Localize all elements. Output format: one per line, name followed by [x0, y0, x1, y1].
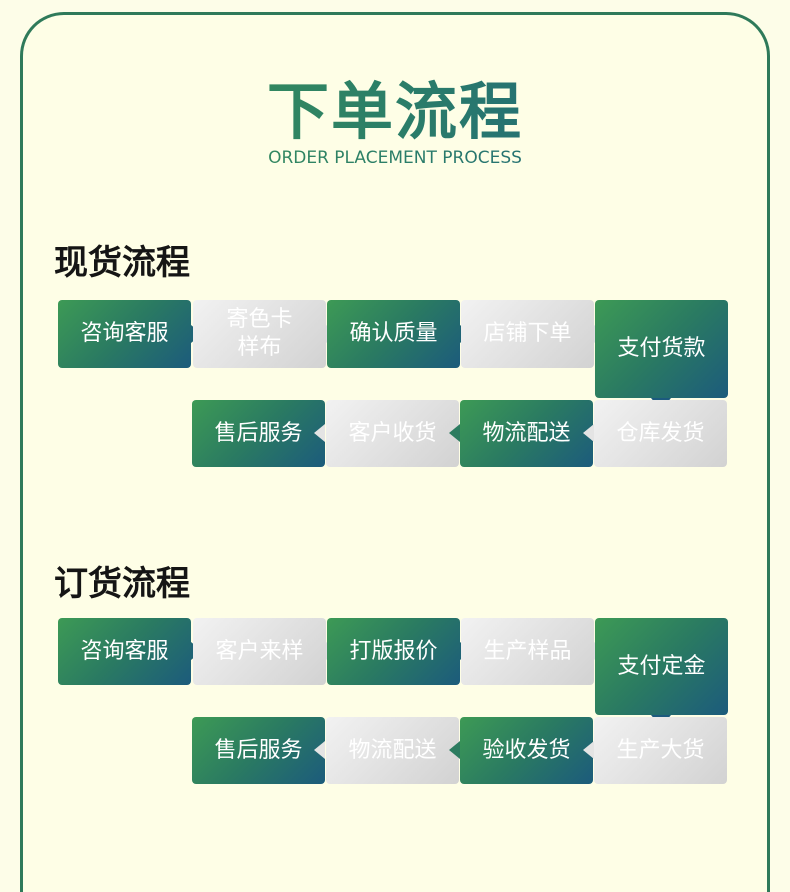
spot-step-warehouse-ship: 仓库发货 [594, 400, 727, 467]
spot-step-pay: 支付货款 [595, 300, 728, 398]
spot-step-sample-card: 寄色卡 样布 [193, 300, 326, 368]
order-step-customer-sample: 客户来样 [193, 618, 326, 685]
order-step-consult: 咨询客服 [58, 618, 191, 685]
spot-step-consult: 咨询客服 [58, 300, 191, 368]
spot-step-store-order: 店铺下单 [461, 300, 594, 368]
order-step-mass-production: 生产大货 [594, 717, 727, 784]
arrow-left-icon [583, 424, 594, 442]
spot-section-title: 现货流程 [54, 243, 190, 283]
spot-step-receive: 客户收货 [326, 400, 459, 467]
order-step-inspect-ship: 验收发货 [460, 717, 593, 784]
order-step-after-sales: 售后服务 [192, 717, 325, 784]
spot-step-confirm-quality: 确认质量 [327, 300, 460, 368]
arrow-left-icon [314, 424, 325, 442]
spot-step-logistics: 物流配送 [460, 400, 593, 467]
page-subtitle: ORDER PLACEMENT PROCESS [0, 147, 790, 169]
spot-step-after-sales: 售后服务 [192, 400, 325, 467]
order-step-produce-sample: 生产样品 [461, 618, 594, 685]
order-step-quote: 打版报价 [327, 618, 460, 685]
order-step-logistics: 物流配送 [326, 717, 459, 784]
page-title: 下单流程 [0, 72, 790, 152]
arrow-left-icon [449, 424, 460, 442]
arrow-left-icon [449, 741, 460, 759]
order-step-deposit: 支付定金 [595, 618, 728, 715]
order-section-title: 订货流程 [54, 564, 190, 604]
arrow-left-icon [583, 741, 594, 759]
arrow-left-icon [314, 741, 325, 759]
